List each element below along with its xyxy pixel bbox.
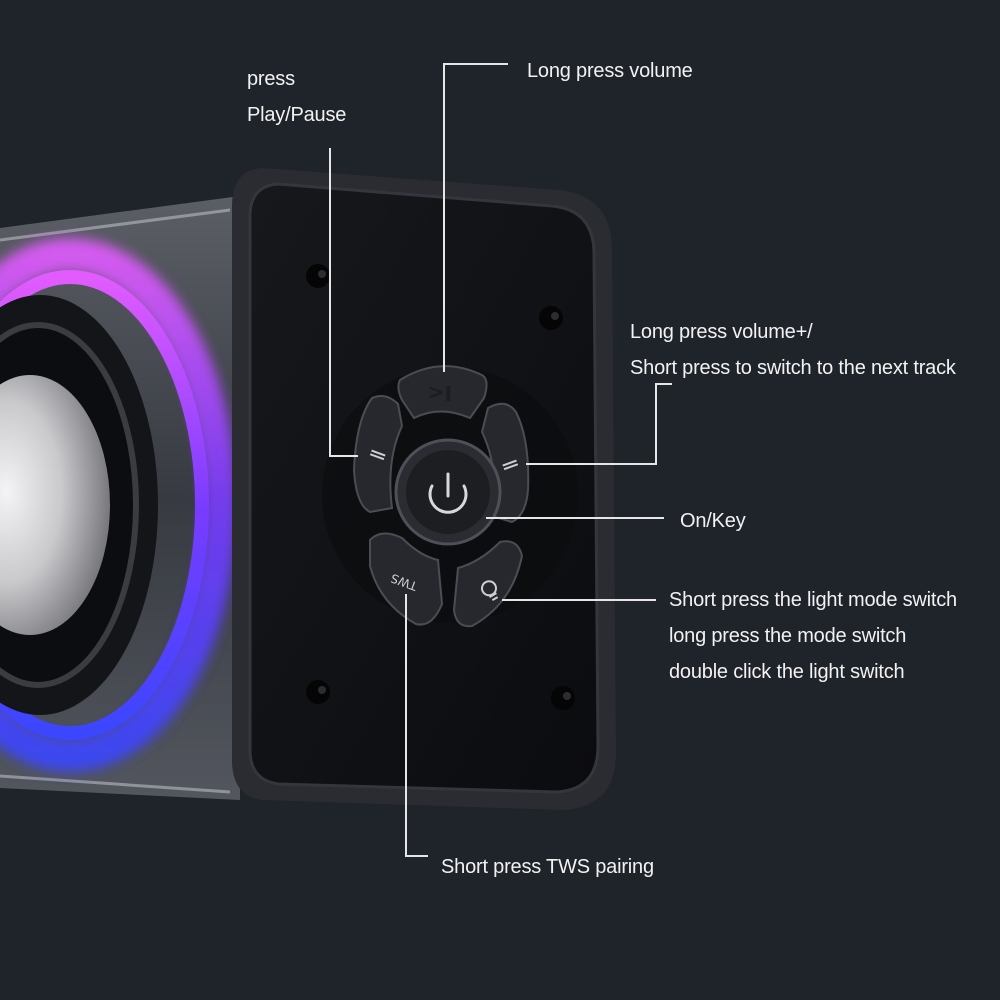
annotation-line: press	[247, 68, 295, 90]
play-pause-button[interactable]: Ⅱ	[352, 395, 404, 514]
speaker-body	[0, 196, 240, 800]
light-bulb-icon	[481, 580, 499, 602]
annotation-play-pause: press Play/Pause	[247, 61, 346, 133]
annotation-line: Long press volume+/	[630, 321, 813, 343]
screw-icon	[306, 264, 330, 288]
screw-icon	[539, 306, 563, 330]
leader-lines	[329, 63, 672, 857]
control-panel: Ⅰ< Ⅱ Ⅱ TWS	[232, 168, 616, 810]
leader-line-next	[526, 383, 672, 465]
annotation-long-press-volume: Long press volume	[527, 60, 693, 82]
annotation-line: long press the mode switch	[669, 625, 907, 647]
annotation-on-key: On/Key	[680, 510, 746, 532]
annotation-line: Short press to switch to the next track	[630, 357, 956, 379]
power-button[interactable]	[394, 438, 502, 546]
power-icon	[428, 472, 468, 514]
annotation-line: Short press the light mode switch	[669, 589, 957, 611]
annotation-light-mode: Short press the light mode switch long p…	[669, 582, 957, 690]
annotation-line: double click the light switch	[669, 661, 905, 683]
leader-line-tws	[405, 594, 428, 857]
leader-line-play	[329, 148, 358, 457]
previous-track-icon: Ⅰ<	[428, 381, 452, 405]
leader-line-volume	[443, 63, 508, 372]
button-cluster: Ⅰ< Ⅱ Ⅱ TWS	[322, 365, 578, 628]
annotation-volume-up-next: Long press volume+/ Short press to switc…	[630, 314, 956, 386]
annotation-tws: Short press TWS pairing	[441, 856, 654, 878]
previous-track-button[interactable]: Ⅰ<	[397, 365, 488, 420]
screw-icon	[306, 680, 330, 704]
tws-button[interactable]: TWS	[369, 532, 444, 626]
light-mode-button[interactable]	[452, 540, 524, 628]
speaker-cone	[0, 375, 110, 635]
screw-icon	[551, 686, 575, 710]
annotation-line: Play/Pause	[247, 104, 347, 126]
